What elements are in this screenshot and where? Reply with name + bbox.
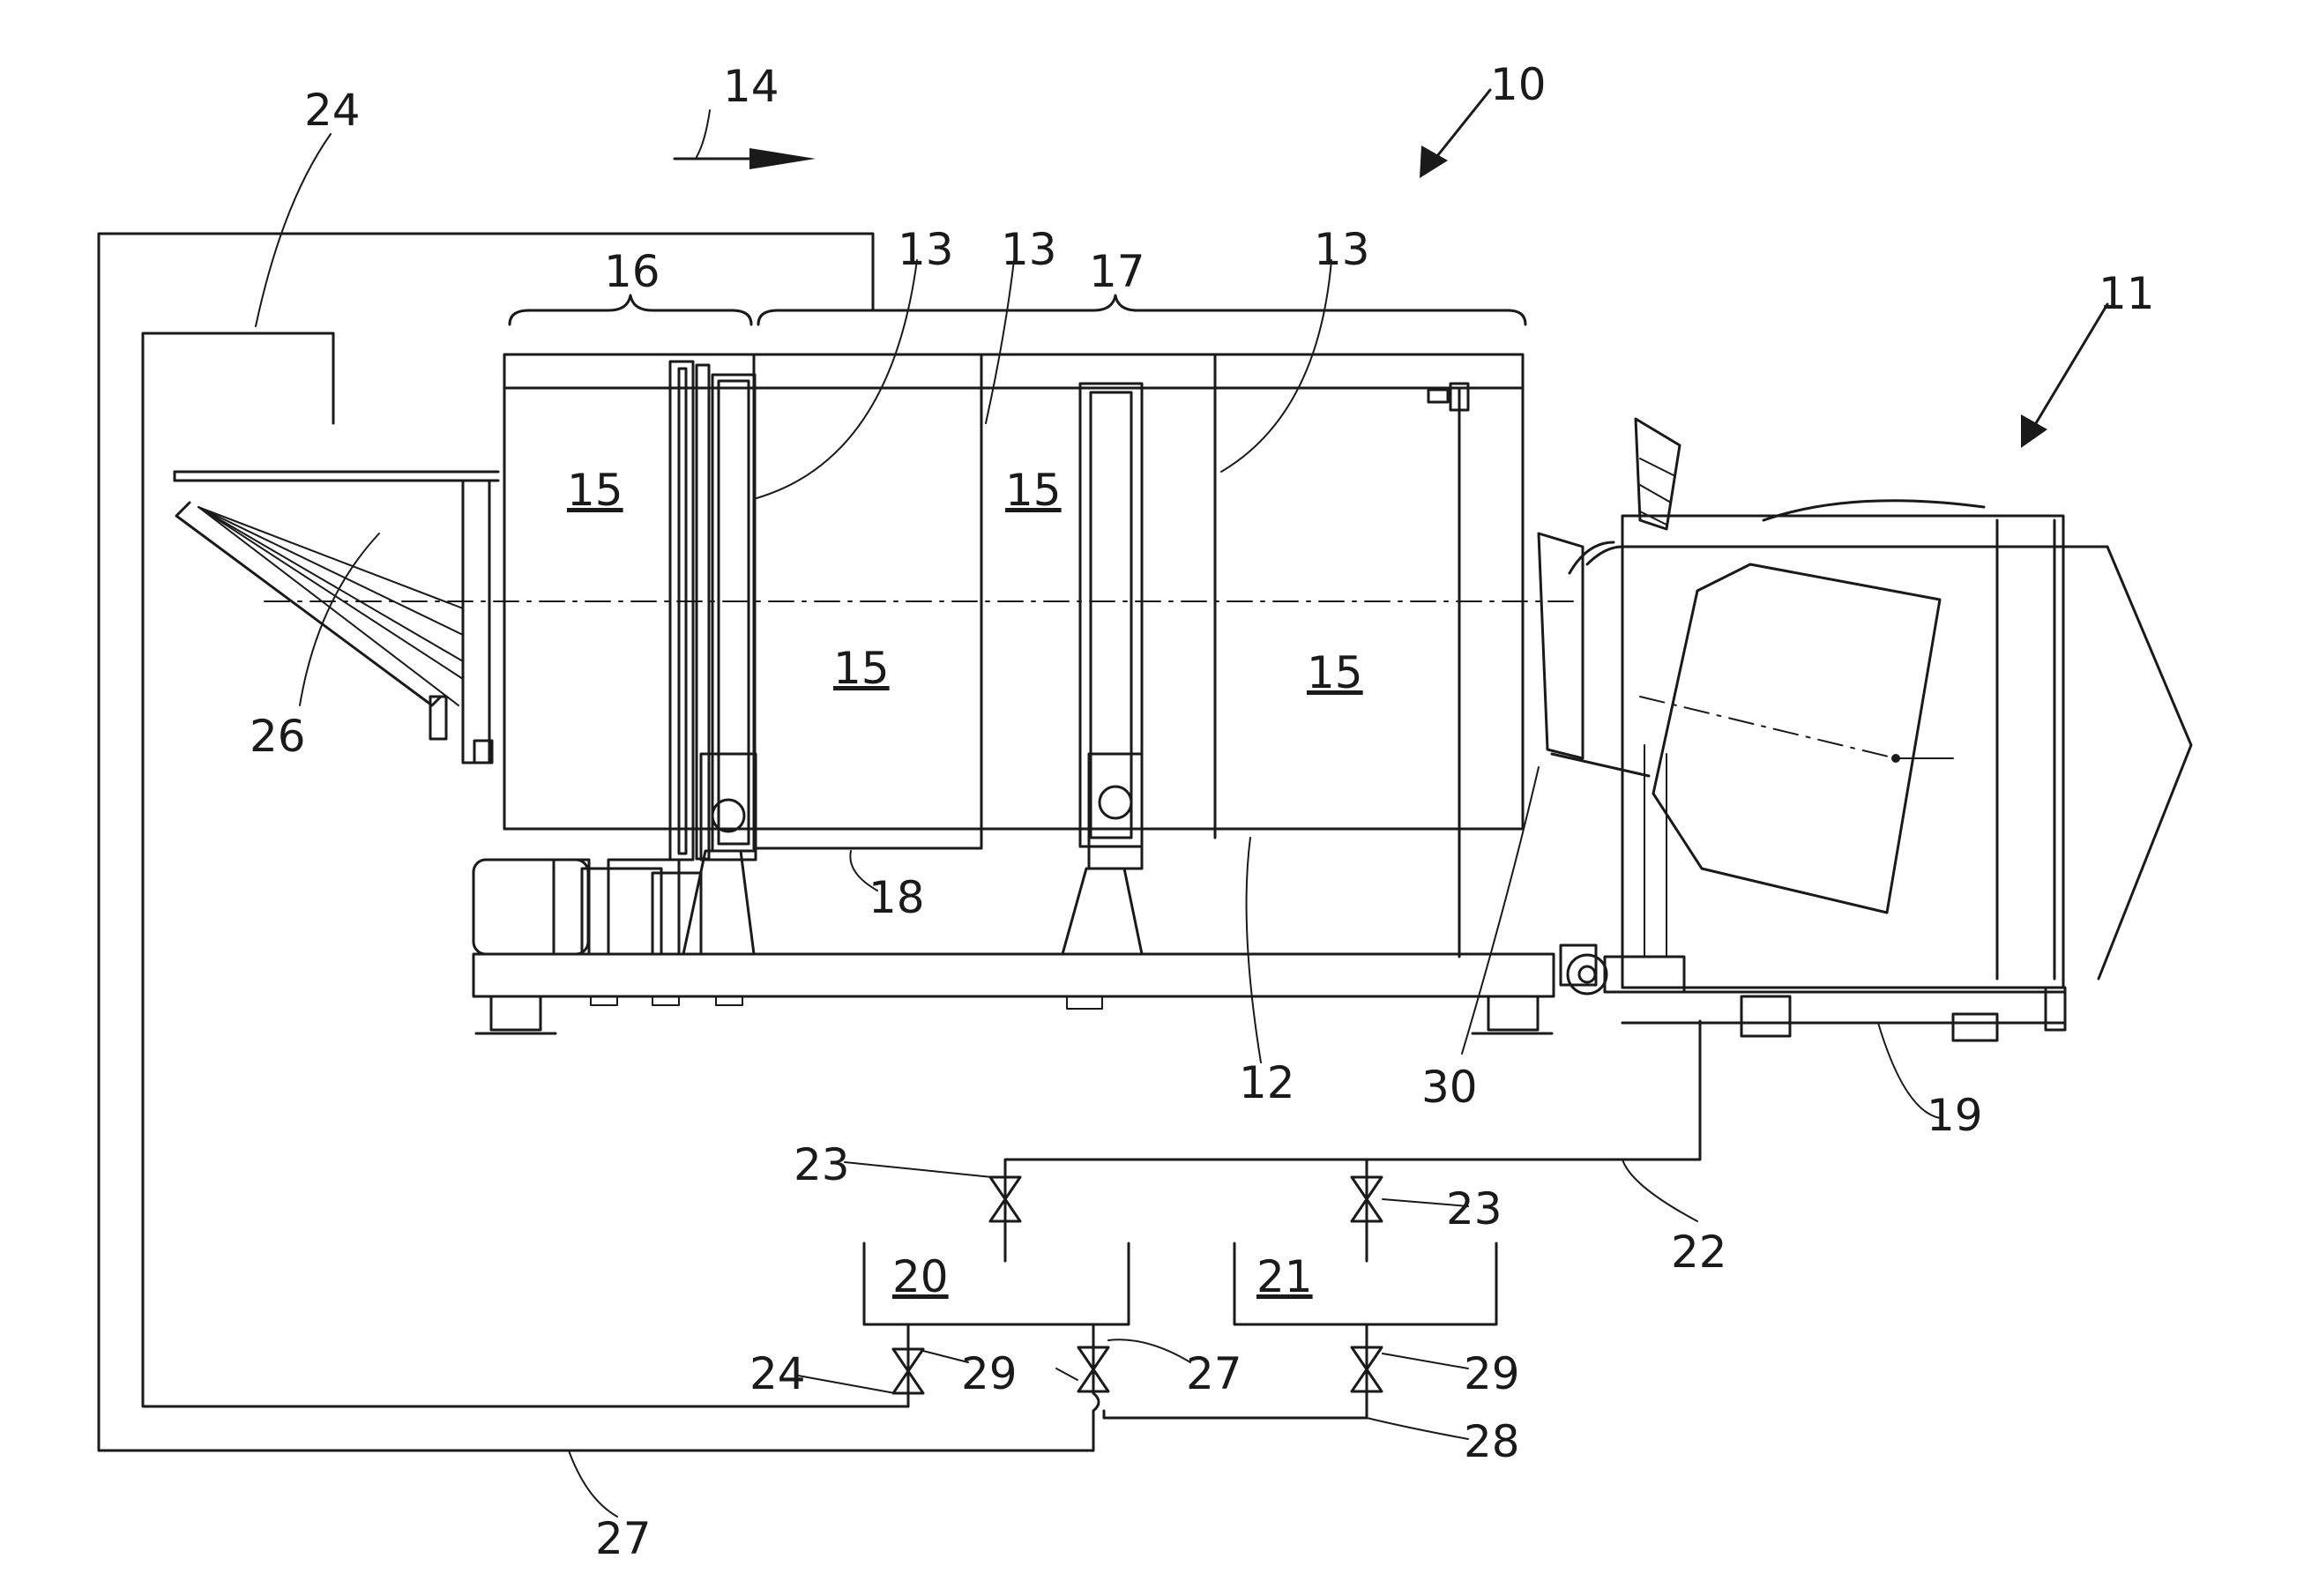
label-12: 12 [1239, 1057, 1295, 1108]
label-29-left: 29 [961, 1348, 1018, 1399]
label-14: 14 [723, 61, 779, 112]
label-22: 22 [1671, 1227, 1727, 1278]
pointer-arrow-11 [2021, 304, 2107, 448]
label-27-valve: 27 [1186, 1348, 1242, 1399]
leader-lines [256, 110, 1940, 1517]
label-15-left: 15 [833, 643, 890, 694]
label-29-right: 29 [1464, 1348, 1520, 1399]
brace-16 [510, 295, 751, 324]
label-28: 28 [1464, 1416, 1520, 1467]
label-15-top-right: 15 [1005, 465, 1062, 516]
label-18: 18 [869, 872, 925, 923]
label-21: 21 [1256, 1251, 1313, 1302]
feed-hopper [175, 472, 498, 763]
label-15-top-left: 15 [567, 465, 623, 516]
label-30: 30 [1421, 1062, 1478, 1113]
label-16: 16 [604, 246, 660, 297]
label-19: 19 [1927, 1090, 1983, 1141]
label-24-valve: 24 [749, 1348, 806, 1399]
label-24-top: 24 [304, 85, 361, 136]
discharge-unit [1539, 419, 2191, 1040]
label-15-right: 15 [1307, 647, 1363, 698]
label-23-left: 23 [794, 1139, 850, 1190]
pipe-24-inner [143, 333, 908, 1406]
label-13-mid: 13 [1001, 224, 1057, 275]
flow-direction-arrow [675, 148, 816, 169]
label-23-right: 23 [1446, 1183, 1502, 1234]
label-13-right: 13 [1314, 224, 1370, 275]
pointer-arrow-10 [1420, 90, 1490, 178]
label-10: 10 [1490, 59, 1547, 110]
label-20: 20 [892, 1251, 949, 1302]
label-13-left: 13 [898, 224, 954, 275]
base-frame [473, 754, 1554, 1033]
label-26: 26 [250, 711, 306, 762]
label-17: 17 [1089, 246, 1145, 297]
label-11: 11 [2099, 268, 2155, 319]
label-27-bottom: 27 [595, 1513, 652, 1564]
